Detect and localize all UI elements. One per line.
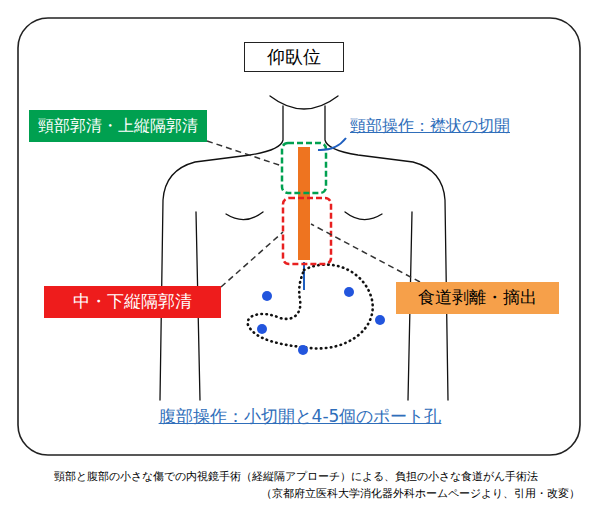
neck-dissection-box: 頸部郭清・上縦隔郭清	[29, 110, 207, 142]
figure-frame	[18, 18, 580, 455]
stomach-outline	[248, 265, 373, 349]
leader-lines	[207, 141, 420, 287]
port-hole	[375, 315, 385, 325]
box-text: 食道剥離・摘出	[418, 288, 537, 308]
left-chest-line	[226, 212, 263, 220]
port-hole	[344, 287, 354, 297]
leader-line	[311, 224, 420, 282]
neck-procedure-label: 頸部操作：襟状の切開	[350, 116, 575, 135]
port-hole	[257, 324, 267, 334]
mediastinal-dissection-box: 中・下縦隔郭清	[44, 286, 221, 318]
figure-caption: 頸部と腹部の小さな傷での内視鏡手術（経縦隔アプローチ）による、負担の小さな食道が…	[8, 470, 583, 483]
box-text: 仰臥位	[267, 47, 321, 68]
leader-line	[221, 232, 283, 287]
jaw-line	[270, 96, 338, 109]
port-hole	[262, 291, 272, 301]
esophagus-bar	[298, 147, 310, 260]
right-chest-line	[345, 212, 382, 220]
left-shoulder-line	[160, 106, 283, 400]
abdominal-procedure-label: 腹部操作：小切開と4-5個のポート孔	[130, 406, 470, 426]
box-text: 中・下縦隔郭清	[73, 292, 192, 312]
esophagus-line	[303, 262, 305, 290]
esophagectomy-box: 食道剥離・摘出	[396, 282, 559, 314]
neck-incision	[318, 138, 346, 150]
right-shoulder-line	[325, 106, 448, 400]
posture-box: 仰臥位	[244, 42, 344, 72]
leader-line	[207, 141, 282, 166]
box-text: 頸部郭清・上縦隔郭清	[38, 117, 198, 135]
port-holes	[257, 287, 385, 355]
port-hole	[298, 345, 308, 355]
mediastinum-area-box	[283, 198, 331, 264]
source-note: （京都府立医科大学消化器外科ホームページより、引用・改変）	[200, 487, 580, 500]
